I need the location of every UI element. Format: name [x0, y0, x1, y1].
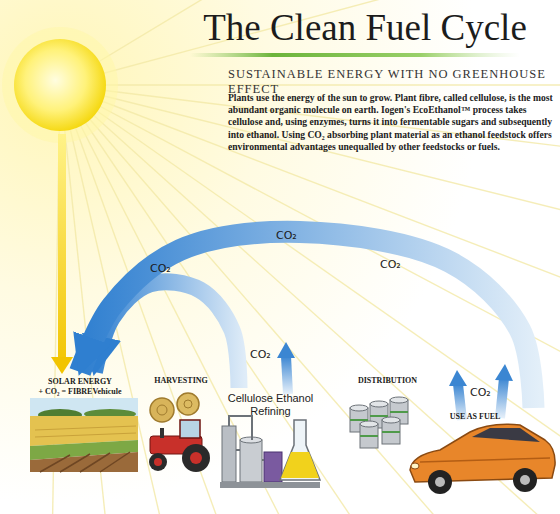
hay-bale-spiral [157, 405, 167, 415]
sunlight-arrow [58, 134, 66, 360]
tractor-wheel [182, 444, 210, 472]
barrel-top [390, 397, 408, 403]
co2-label: CO₂ [470, 386, 510, 399]
furrows [40, 452, 130, 472]
car-wheel [428, 470, 452, 494]
tractor-wheel [149, 453, 167, 471]
stage-node: USE AS FUEL [410, 408, 540, 502]
car-wheel [513, 468, 537, 492]
harvester-illustration [149, 393, 210, 472]
barrels-illustration [350, 397, 408, 448]
description-text: Plants use the energy of the sun to grow… [228, 92, 554, 153]
barrel-bands [350, 412, 408, 436]
car-trim [420, 458, 550, 462]
barrel-top [370, 401, 388, 407]
title: The Clean Fuel Cycle [180, 6, 550, 50]
sun-glow [2, 27, 118, 143]
edge-label: CO₂ [276, 229, 297, 242]
flask [280, 420, 320, 480]
sun [14, 39, 106, 131]
sunlight-arrowhead [51, 357, 73, 374]
sun-ray [60, 85, 560, 336]
pipes [229, 416, 264, 460]
hay-bale-spiral [184, 400, 192, 408]
ethanol-liquid [281, 452, 319, 478]
edge-label: CO₂ [150, 262, 171, 275]
tractor-cabin [180, 420, 200, 438]
wheel-hub [190, 452, 202, 464]
field-illustration [30, 398, 138, 472]
refinery-illustration [220, 416, 320, 488]
title-underline [190, 53, 520, 57]
headlight [411, 463, 419, 469]
plowed-field [30, 452, 138, 472]
wheel-hub [154, 458, 162, 466]
sun-ray [60, 85, 560, 170]
distillation-column [222, 426, 236, 482]
stage-label: + CO₂ = FIBREVehicule [20, 387, 140, 397]
co2-label: CO₂ [380, 258, 420, 271]
co2-label: CO₂ [250, 348, 290, 361]
wheel-hub [435, 477, 445, 487]
co2-flow-arrow [80, 232, 534, 408]
stage-node: DISTRIBUTION [345, 372, 430, 452]
hay-bale [177, 393, 199, 415]
storage-tank [240, 440, 262, 482]
purple-tank [264, 452, 282, 482]
wheel-hub [520, 475, 530, 485]
sun-ray [60, 84, 560, 85]
barrel-top [382, 417, 400, 423]
stage-label: USE AS FUEL [410, 412, 540, 422]
platform [220, 482, 320, 488]
emission-arrow [286, 356, 288, 394]
stage-label: Cellulose Ethanol Refining [218, 392, 323, 418]
co2-flow-arrow [94, 282, 239, 388]
sun-ray [60, 85, 560, 414]
emission-arrowhead [277, 342, 295, 358]
stage-node: HARVESTING [142, 372, 220, 472]
sun-ray [60, 85, 560, 254]
hay-bale [150, 398, 174, 422]
stage-node: SOLAR ENERGY+ CO₂ = FIBREVehicule [20, 372, 140, 472]
emission-arrows [277, 342, 513, 420]
stage-label: DISTRIBUTION [345, 376, 430, 386]
stage-label: HARVESTING [142, 376, 220, 386]
barrel-top [350, 405, 368, 411]
stage-node: Cellulose Ethanol Refining [218, 388, 323, 492]
emission-arrowhead [449, 370, 467, 386]
stage-label: SOLAR ENERGY [20, 377, 140, 387]
barrel-top [360, 421, 378, 427]
car-illustration [410, 424, 555, 494]
emission-arrow [500, 378, 504, 418]
car-window [472, 428, 540, 442]
emission-arrowhead [495, 364, 513, 381]
wheat-rows [35, 426, 136, 437]
tractor-exhaust [160, 428, 164, 438]
